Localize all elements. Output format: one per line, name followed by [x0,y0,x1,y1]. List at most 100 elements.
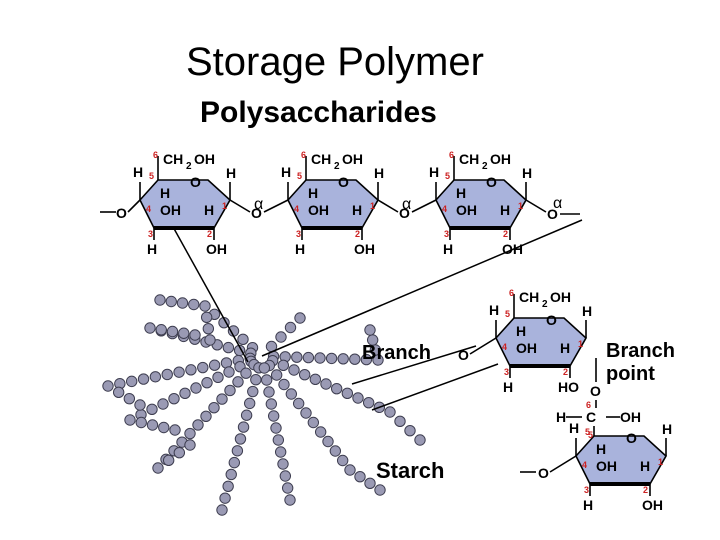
starch-bead [123,392,136,405]
carbon-number-2: 2 [643,485,648,495]
starch-bead [250,373,262,386]
ch2oh-label: CH [519,289,539,305]
starch-bead [285,388,298,400]
carbon-number-4: 4 [442,204,447,214]
starch-bead [284,494,296,506]
starch-bead [200,410,212,423]
starch-bead [404,424,416,437]
alpha-linkage-label: α [402,196,411,213]
starch-bead [178,327,190,339]
starch-bead [240,367,252,379]
carbon-number-2: 2 [503,229,508,239]
hydrogen-label: H [569,420,579,436]
starch-bead [102,380,114,392]
starch-bead [275,331,287,343]
hydroxyl-label: OH [596,458,617,474]
starch-bead [135,416,147,429]
starch-bead [240,409,253,421]
glucose-ring-hexagon [435,179,528,229]
starch-bead [232,376,244,388]
starch-bead [354,470,366,483]
hydrogen-label: H [640,458,650,474]
hydrogen-label: H [295,241,305,257]
starch-bead [279,470,292,482]
starch-bead [184,427,196,440]
hydroxyl-label: OH [516,340,537,356]
bond [549,455,577,473]
starch-bead [137,373,150,385]
hydrogen-label: H [429,164,439,180]
carbon-number-1: 1 [518,201,523,211]
hydrogen-label: H [160,185,170,201]
bridge-oxygen: O [399,205,410,221]
hydroxyl-label: OH [642,497,663,513]
callout-line [371,363,499,411]
starch-bead [146,419,159,431]
starch-bead [222,341,235,354]
starch-bead [216,504,228,516]
hydrogen-label: H [500,202,510,218]
bridge-oxygen: O [116,205,127,221]
starch-bead [237,421,250,433]
starch-bead [201,376,213,389]
carbon-number-6: 6 [586,400,591,410]
starch-bead [152,462,164,474]
ring-oxygen: O [546,312,557,328]
callout-line [351,345,477,385]
diagram-subtitle: Polysaccharides [200,96,437,129]
starch-bead [394,415,406,428]
starch-bead [188,298,200,311]
starch-bead [165,295,177,308]
starch-bead [329,445,342,457]
bond [411,199,437,213]
carbon-number-3: 3 [296,229,301,239]
carbon-number-6: 6 [449,150,454,160]
hydrogen-label: H [596,441,606,457]
ch2oh-label-oh: OH [490,151,511,167]
starch-bead [197,361,209,374]
carbon-6-label: C [586,409,596,425]
starch-bead [231,445,244,457]
carbon-number-6: 6 [509,288,514,298]
hydrogen-label: H [147,241,157,257]
bond [263,199,289,213]
starch-bead-chains [102,294,426,516]
starch-bead [212,371,224,384]
ch2oh-label: CH [163,151,183,167]
starch-bead [263,386,275,398]
starch-bead [169,424,181,436]
starch-bead [258,362,271,374]
starch-bead [149,371,162,383]
starch-bead [192,419,204,431]
starch-bead [247,385,259,398]
hydrogen-label: H [560,340,570,356]
carbon-number-5: 5 [149,171,154,181]
starch-bead [157,398,169,410]
branch-point-label: Branch [606,340,675,362]
starch-bead [300,407,312,419]
starch-bead [284,321,297,334]
starch-bead [337,353,349,365]
carbon-number-1: 1 [658,457,663,467]
starch-bead [265,398,278,410]
bond [229,199,251,213]
hydrogen-label: H [204,202,214,218]
starch-bead [155,324,167,336]
hydrogen-label: H [522,165,532,181]
carbon-number-4: 4 [146,204,151,214]
starch-bead [185,364,197,376]
carbon-number-5: 5 [588,430,593,440]
hydrogen-label: H [489,302,499,318]
carbon-number-5: 5 [505,309,510,319]
starch-bead [270,369,283,381]
starch-bead [161,368,173,381]
hydrogen-label: H [556,409,566,425]
starch-bead [341,387,354,400]
starch-bead [362,396,375,409]
carbon-number-2: 2 [207,229,212,239]
ring-oxygen: O [626,430,637,446]
starch-bead [314,426,327,438]
hydroxyl-label: OH [206,241,227,257]
